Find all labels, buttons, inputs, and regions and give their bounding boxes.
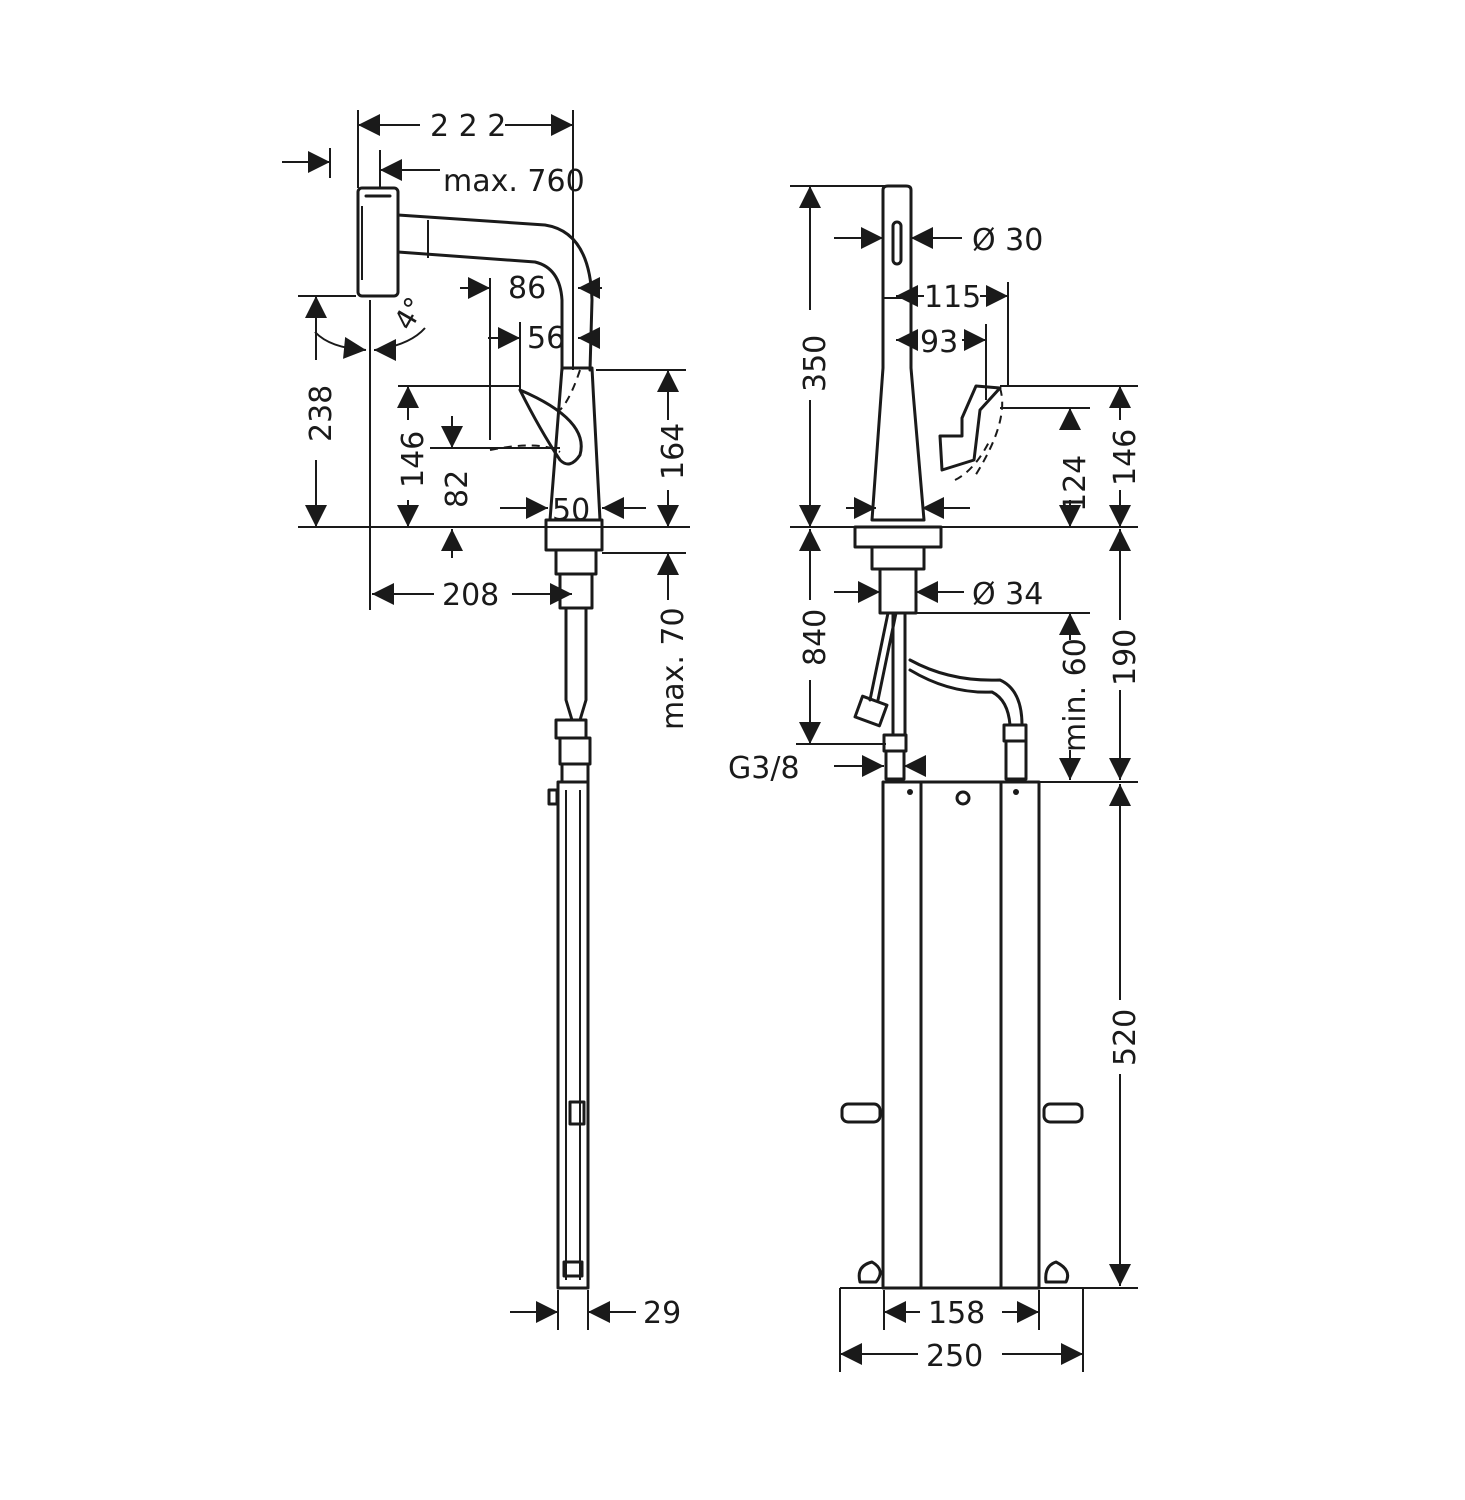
faucet-column bbox=[870, 184, 926, 522]
front-hose-left bbox=[868, 611, 890, 702]
dim-label-min60: min. 60 bbox=[1058, 638, 1093, 752]
dim-label-124: 124 bbox=[1058, 455, 1093, 512]
dim-label-208: 208 bbox=[442, 578, 499, 613]
dim-label-840: 840 bbox=[798, 609, 833, 666]
side-view: 2 2 2 max. 760 86 56 4° 238 146 bbox=[282, 109, 691, 1331]
dim-label-146: 146 bbox=[396, 431, 431, 488]
lever bbox=[518, 388, 583, 466]
dim-label-190: 190 bbox=[1108, 629, 1143, 686]
dim-label-29: 29 bbox=[643, 1296, 681, 1331]
dim-label-115: 115 bbox=[924, 280, 981, 315]
dim-label-222: 2 2 2 bbox=[430, 109, 506, 144]
dim-label-82: 82 bbox=[440, 470, 475, 508]
hose bbox=[564, 606, 574, 722]
mounting-box bbox=[840, 780, 1084, 1290]
dim-label-520: 520 bbox=[1108, 1009, 1143, 1066]
dim-label-164: 164 bbox=[656, 423, 691, 480]
front-hose-right bbox=[908, 658, 1024, 727]
dim-label-238: 238 bbox=[304, 385, 339, 442]
front-lever bbox=[938, 384, 1002, 472]
dim-label-93: 93 bbox=[920, 325, 958, 360]
spout-arm-lower bbox=[396, 250, 564, 372]
front-view: Ø 30 115 93 350 124 146 Ø 34 bbox=[728, 184, 1143, 1374]
lever-pivot-ghost bbox=[489, 444, 561, 453]
dim-label-250: 250 bbox=[926, 1339, 983, 1374]
dim-label-350: 350 bbox=[798, 335, 833, 392]
dim-label-d34: Ø 34 bbox=[972, 577, 1043, 612]
dim-label-max70: max. 70 bbox=[656, 607, 691, 730]
dim-label-50: 50 bbox=[552, 493, 590, 528]
dim-label-146-front: 146 bbox=[1108, 429, 1143, 486]
dim-label-86: 86 bbox=[508, 271, 546, 306]
dim-label-max760: max. 760 bbox=[443, 164, 585, 199]
dim-label-d30: Ø 30 bbox=[972, 223, 1043, 258]
dim-label-158: 158 bbox=[928, 1296, 985, 1331]
dim-label-56: 56 bbox=[527, 321, 565, 356]
spout-head bbox=[356, 186, 400, 298]
mounting-rod bbox=[547, 780, 590, 1290]
dim-label-g38: G3/8 bbox=[728, 751, 800, 786]
